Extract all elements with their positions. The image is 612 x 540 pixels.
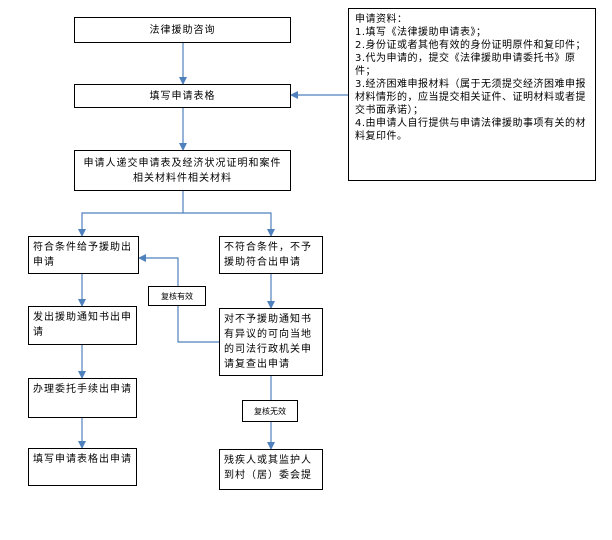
arrow-submit-split-right: [183, 212, 275, 237]
materials-item: 3.经济困难申报材料（属于无须提交经济困难申报材料情形的，应当提交相关证件、证明…: [355, 79, 587, 116]
materials-title: 申请资料：: [355, 14, 408, 25]
node-end: 残疾人或其监护人到村（居）委会提: [219, 449, 323, 490]
materials-item: 4.由申请人自行提供与申请法律援助事项有关的材料复印件。: [355, 118, 587, 142]
node-fill-form2: 填写申请表格出申请: [28, 448, 137, 486]
arrow-submit-split: [78, 191, 184, 237]
materials-item: 1.填写《法律援助申请表》；: [355, 27, 487, 38]
node-review: 对不予援助通知书有异议的可向当地的司法行政机关申请复查出申请: [219, 308, 323, 376]
node-submit: 申请人递交申请表及经济状况证明和案件相关材料件相关材料: [74, 150, 291, 191]
node-fill-form: 填写申请表格: [74, 84, 291, 108]
label-review-effective: 复核有效: [148, 286, 206, 306]
materials-item: 2.身份证或者其他有效的身份证明原件和复印件；: [355, 40, 587, 51]
node-consult: 法律援助咨询: [74, 17, 291, 43]
node-ineligible: 不符合条件，不予援助符合出申请: [219, 236, 323, 274]
node-entrust: 办理委托手续出申请: [28, 378, 137, 418]
materials-item: 3.代为申请的，提交《法律援助申请委托书》原件；: [355, 53, 576, 77]
materials-panel: 申请资料： 1.填写《法律援助申请表》； 2.身份证或者其他有效的身份证明原件和…: [348, 8, 596, 181]
node-eligible: 符合条件给予援助出申请: [28, 236, 139, 274]
label-review-invalid: 复核无效: [242, 400, 298, 422]
node-notice: 发出援助通知书出申请: [28, 306, 137, 345]
